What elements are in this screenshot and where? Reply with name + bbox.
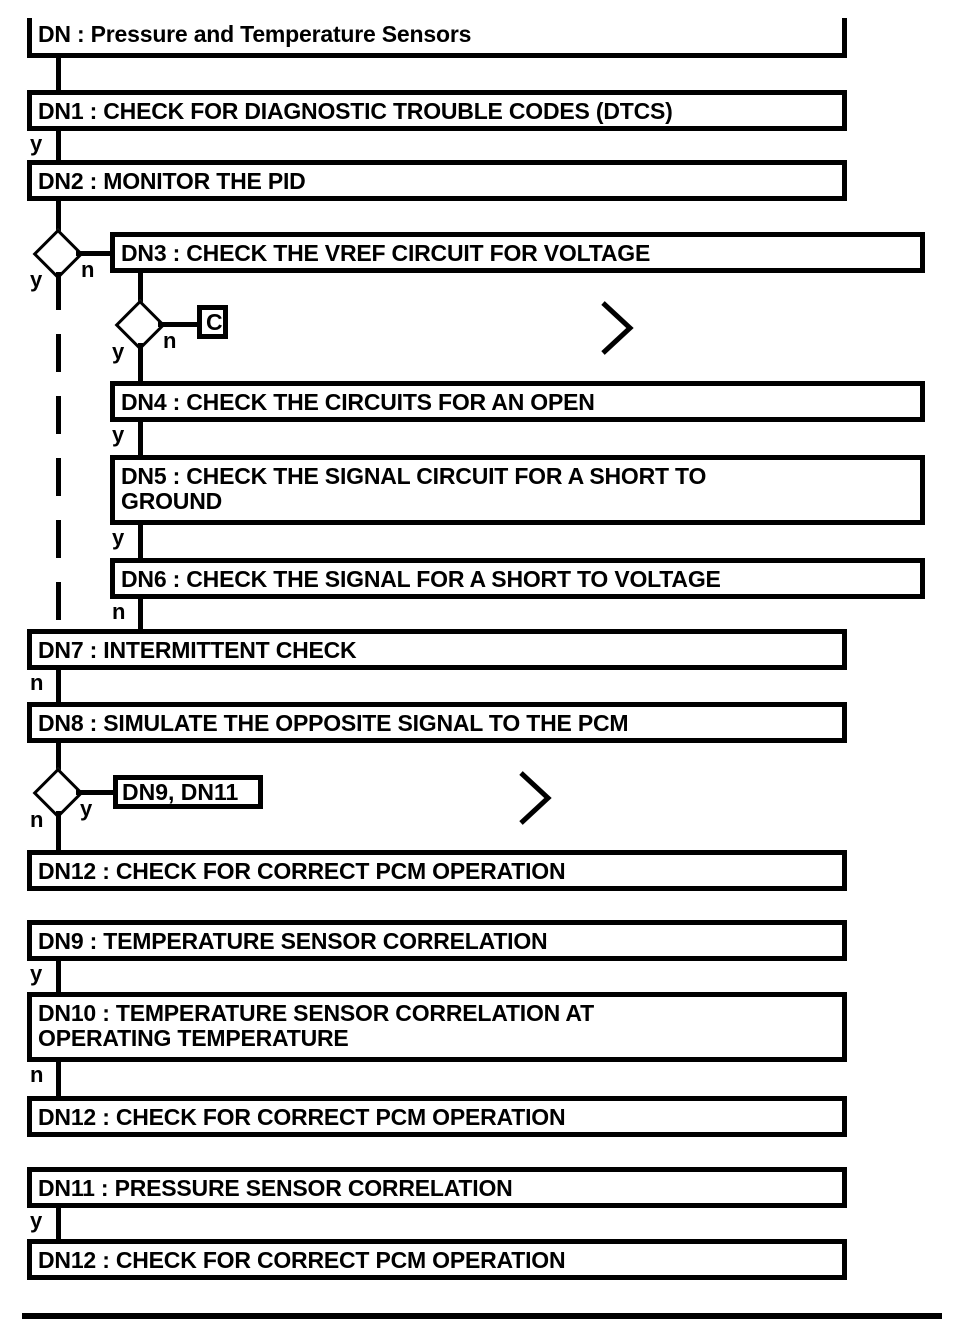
branch-label-decision3-yes: y [80,796,93,821]
connector-dn2-to-decision1 [56,201,61,236]
connector-tag-dn9-dn11[interactable]: DN9, DN11 [113,775,263,809]
connector-title-to-dn1 [56,58,61,90]
branch-label-dn11-yes: y [30,1208,43,1233]
connector-decision1-no-to-dn3 [76,251,114,256]
decision-diamond-after-dn2[interactable] [32,228,84,280]
connector-dn3-to-decision2 [138,273,143,307]
footer-rule [22,1313,942,1319]
branch-label-dn10-no: n [30,1062,44,1087]
branch-label-decision3-no: n [30,807,44,832]
connector-dn11-to-dn12c [56,1208,61,1239]
chevron-right-icon-2 [519,771,552,825]
flow-box-dn5[interactable]: DN5 : CHECK THE SIGNAL CIRCUIT FOR A SHO… [110,455,925,525]
branch-label-dn6-no: n [112,599,126,624]
branch-label-dn1-yes: y [30,131,43,156]
connector-dn6-to-dn7 [138,599,143,629]
flow-box-title[interactable]: DN : Pressure and Temperature Sensors [27,18,847,58]
connector-dn10-to-dn12b [56,1062,61,1096]
branch-label-dn9-yes: y [30,961,43,986]
flow-box-dn10[interactable]: DN10 : TEMPERATURE SENSOR CORRELATION AT… [27,992,847,1062]
flow-box-dn3[interactable]: DN3 : CHECK THE VREF CIRCUIT FOR VOLTAGE [110,232,925,273]
connector-dn1-to-dn2 [56,131,61,160]
connector-decision2-no-to-tag-c [158,322,197,327]
branch-label-dn5-yes: y [112,525,125,550]
connector-dn5-to-dn6 [138,525,143,558]
branch-label-dn7-no: n [30,670,44,695]
flow-box-dn12-c[interactable]: DN12 : CHECK FOR CORRECT PCM OPERATION [27,1239,847,1280]
branch-label-decision2-yes: y [112,339,125,364]
flow-box-dn8[interactable]: DN8 : SIMULATE THE OPPOSITE SIGNAL TO TH… [27,702,847,743]
branch-label-dn4-yes: y [112,422,125,447]
connector-dn8-to-decision3 [56,743,61,775]
chevron-right-icon-1 [601,301,634,355]
connector-tag-c[interactable]: C [197,305,228,339]
flow-box-dn4[interactable]: DN4 : CHECK THE CIRCUITS FOR AN OPEN [110,381,925,422]
branch-label-decision1-no: n [81,257,95,282]
flow-box-dn6[interactable]: DN6 : CHECK THE SIGNAL FOR A SHORT TO VO… [110,558,925,599]
flow-box-dn12-a[interactable]: DN12 : CHECK FOR CORRECT PCM OPERATION [27,850,847,891]
branch-label-decision1-yes: y [30,267,43,292]
connector-dn4-to-dn5 [138,422,143,455]
branch-label-decision2-no: n [163,328,177,353]
flow-box-dn11[interactable]: DN11 : PRESSURE SENSOR CORRELATION [27,1167,847,1208]
flow-box-dn12-b[interactable]: DN12 : CHECK FOR CORRECT PCM OPERATION [27,1096,847,1137]
decision-diamond-after-dn8[interactable] [32,767,84,819]
connector-dn7-to-dn8 [56,670,61,702]
connector-decision1-yes-to-dn7 [56,272,61,629]
flow-box-dn7[interactable]: DN7 : INTERMITTENT CHECK [27,629,847,670]
flow-box-dn1[interactable]: DN1 : CHECK FOR DIAGNOSTIC TROUBLE CODES… [27,90,847,131]
flow-box-dn9[interactable]: DN9 : TEMPERATURE SENSOR CORRELATION [27,920,847,961]
decision-diamond-after-dn3[interactable] [114,299,166,351]
connector-dn9-to-dn10 [56,961,61,992]
connector-decision3-no-to-dn12a [56,811,61,850]
connector-decision2-yes-to-dn4 [138,343,143,381]
connector-decision3-yes-to-tag [76,790,116,795]
flow-box-dn2[interactable]: DN2 : MONITOR THE PID [27,160,847,201]
